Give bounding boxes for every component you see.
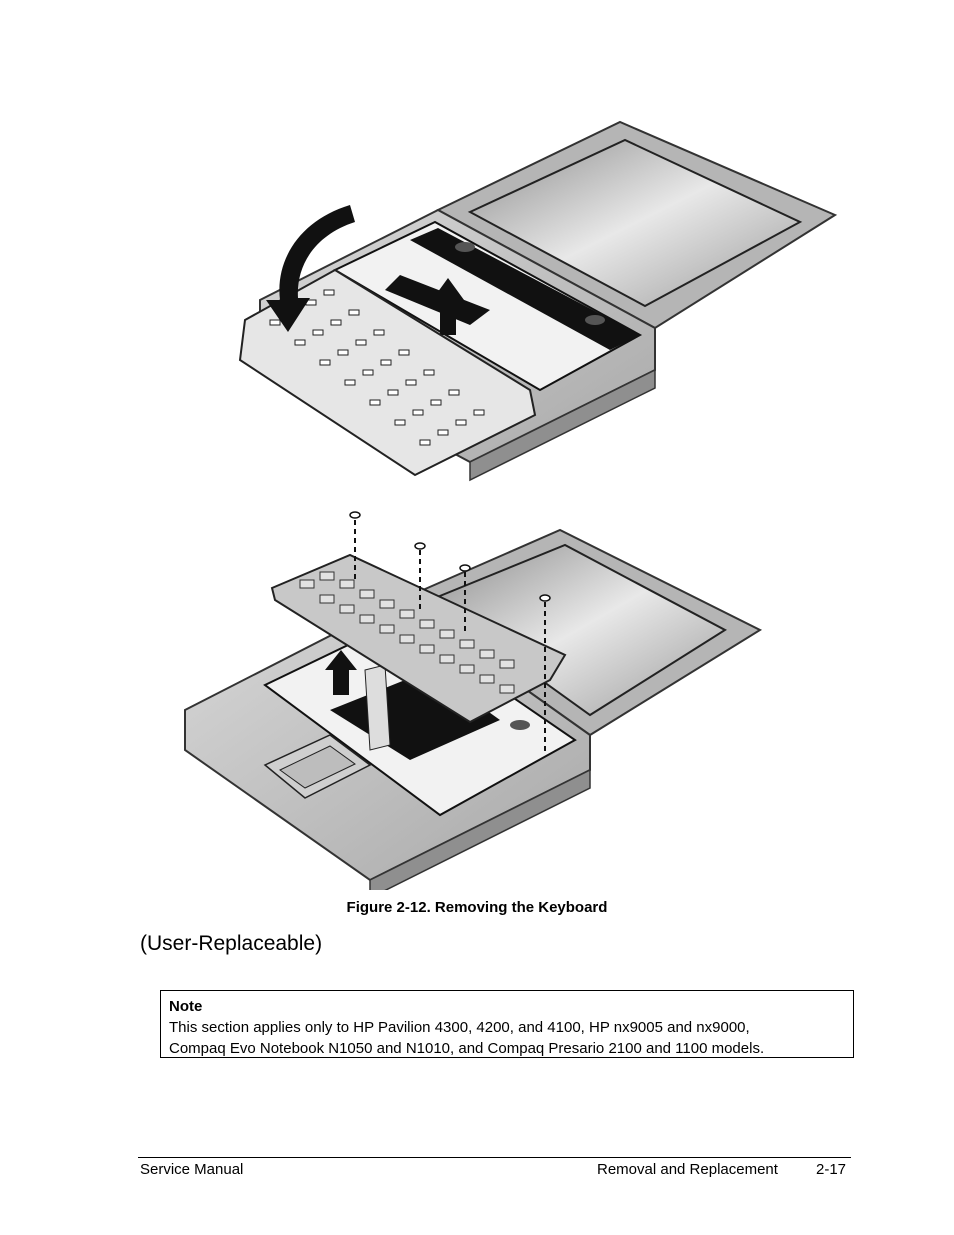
note-text-line-2: Compaq Evo Notebook N1050 and N1010, and… [169,1040,765,1057]
note-text-line-1: This section applies only to HP Pavilion… [169,1019,750,1036]
note-title: Note [169,998,203,1015]
footer-manual-title: Service Manual [140,1161,244,1178]
bottom-laptop-illustration [184,511,763,890]
figure-caption: Figure 2-12. Removing the Keyboard [346,899,608,916]
keyboard-removal-illustration [184,120,838,890]
note-box: Note This section applies only to HP Pav… [160,990,854,1058]
section-heading: (User-Replaceable) [140,932,323,955]
footer-page-number: 2-17 [816,1161,847,1178]
top-laptop-illustration [238,120,838,482]
footer-divider [138,1157,851,1158]
footer-chapter-title: Removal and Replacement [597,1161,778,1178]
